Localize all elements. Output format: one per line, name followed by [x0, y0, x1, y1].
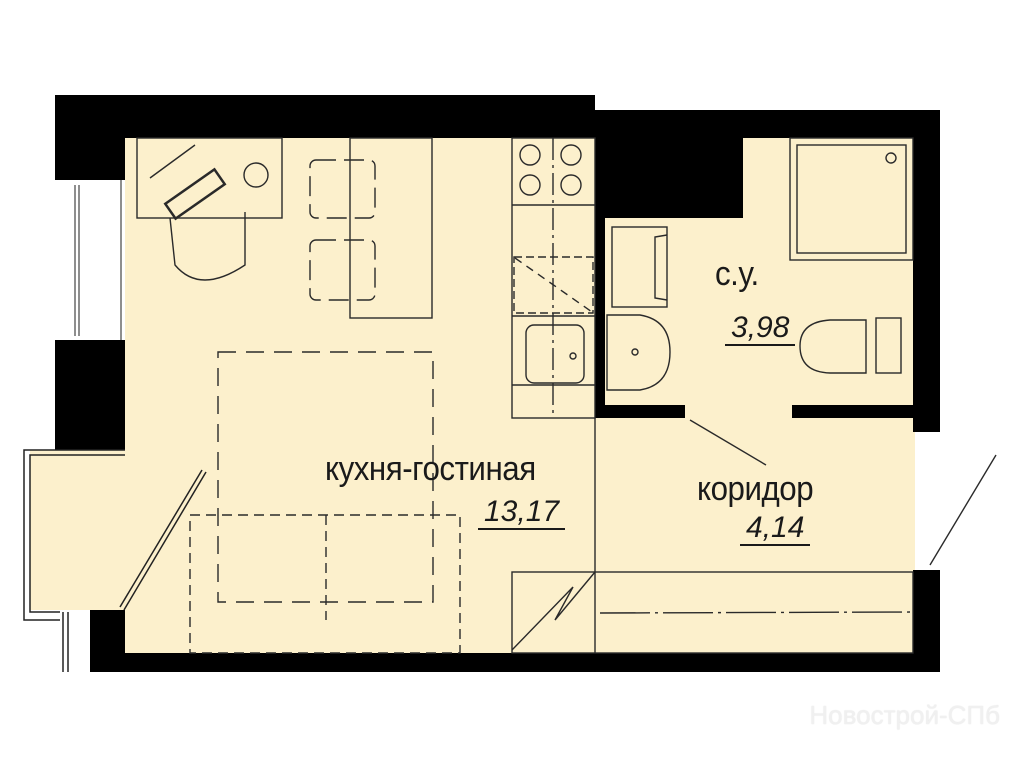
bathroom-sink	[606, 314, 671, 391]
furniture	[136, 137, 997, 654]
room-name-bathroom: с.у.	[715, 255, 759, 293]
chair	[309, 159, 376, 219]
desk-chair	[169, 212, 246, 281]
chair	[309, 239, 376, 301]
rug	[189, 514, 461, 654]
room-name-kitchen-living: кухня-гостиная	[325, 450, 536, 488]
walls	[55, 95, 940, 672]
kitchen-sink	[525, 324, 585, 384]
floor	[30, 138, 915, 653]
shower	[789, 137, 914, 261]
washer	[611, 226, 668, 308]
balcony-door	[23, 449, 207, 672]
toilet	[799, 319, 867, 374]
dining-table	[349, 137, 433, 319]
room-area-kitchen-living: 13,17	[478, 496, 566, 530]
wardrobe	[511, 571, 914, 654]
window	[55, 180, 125, 340]
room-area-corridor: 4,14	[740, 512, 811, 546]
room-name-corridor: коридор	[697, 470, 814, 508]
watermark: Новострой-СПб	[809, 700, 1000, 730]
room-area-bathroom: 3,98	[725, 312, 796, 346]
desk	[136, 137, 283, 219]
